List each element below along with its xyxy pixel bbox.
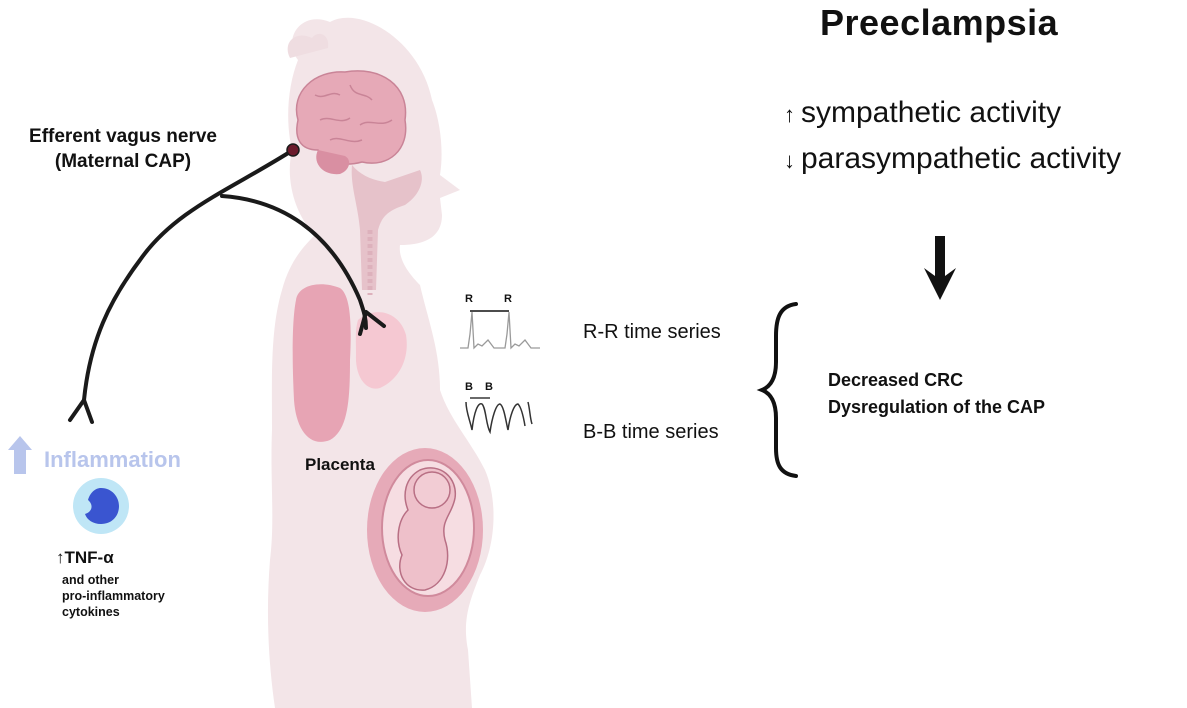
brain-folds — [314, 84, 393, 143]
vagus-branch-fork — [68, 398, 94, 424]
sympathetic-row: ↑sympathetic activity — [784, 96, 1061, 130]
fetus-head — [413, 471, 451, 509]
left-lung — [292, 284, 351, 442]
tnf-label: ↑TNF-α — [56, 548, 114, 568]
vagus-nerve-title: Efferent vagus nerve — [29, 126, 217, 147]
cerebellum — [316, 150, 350, 175]
cap-dysregulation-label: Dysregulation of the CAP — [828, 397, 1046, 417]
bb-time-series-label: B-B time series — [583, 421, 719, 443]
curly-brace — [756, 302, 798, 478]
diagram-title: Preeclampsia — [820, 2, 1059, 43]
vagus-nerve — [68, 148, 386, 424]
vagus-nerve-label: Efferent vagus nerve (Maternal CAP) — [8, 124, 238, 174]
bb-marker-right: B — [485, 381, 493, 393]
up-arrow-icon: ↑ — [784, 102, 795, 127]
pregnant-woman-silhouette — [267, 17, 494, 708]
outcomes-block: Decreased CRC Dysregulation of the CAP — [828, 367, 1045, 421]
cytokines-label: and other pro-inflammatory cytokines — [62, 572, 165, 620]
vagus-main-branch — [82, 148, 295, 402]
rr-marker-right: R — [504, 293, 512, 305]
bb-waveform — [465, 397, 533, 435]
cytokines-line-3: cytokines — [62, 605, 120, 619]
hair-bun — [287, 33, 329, 58]
vagus-origin-dot — [286, 143, 300, 157]
tnf-up-arrow-icon: ↑ — [56, 548, 65, 567]
brain — [295, 70, 407, 165]
placenta-label: Placenta — [305, 455, 375, 474]
down-arrow — [924, 236, 956, 300]
parasympathetic-row: ↓parasympathetic activity — [784, 142, 1121, 176]
cytokines-line-1: and other — [62, 573, 119, 587]
rr-marker-left: R — [465, 293, 473, 305]
inflammation-label: Inflammation — [44, 447, 181, 472]
rr-waveform — [460, 310, 540, 350]
immune-cell-core — [85, 488, 119, 524]
maternal-cap-label: (Maternal CAP) — [54, 151, 192, 172]
inflammation-up-arrow — [8, 436, 32, 474]
tnf-alpha-text: TNF-α — [64, 548, 114, 567]
cytokines-line-2: pro-inflammatory — [62, 589, 165, 603]
parasympathetic-label: parasympathetic activity — [801, 142, 1122, 175]
heart — [355, 312, 407, 389]
down-arrow-icon: ↓ — [784, 148, 795, 173]
vagus-thoracic-fork — [358, 310, 386, 336]
sympathetic-label: sympathetic activity — [801, 96, 1062, 129]
rr-time-series-label: R-R time series — [583, 321, 721, 343]
rr-ecg-trace — [460, 311, 540, 350]
decreased-crc-label: Decreased CRC — [828, 370, 964, 390]
bb-marker-left: B — [465, 381, 473, 393]
bb-pulse-trace — [465, 401, 533, 435]
